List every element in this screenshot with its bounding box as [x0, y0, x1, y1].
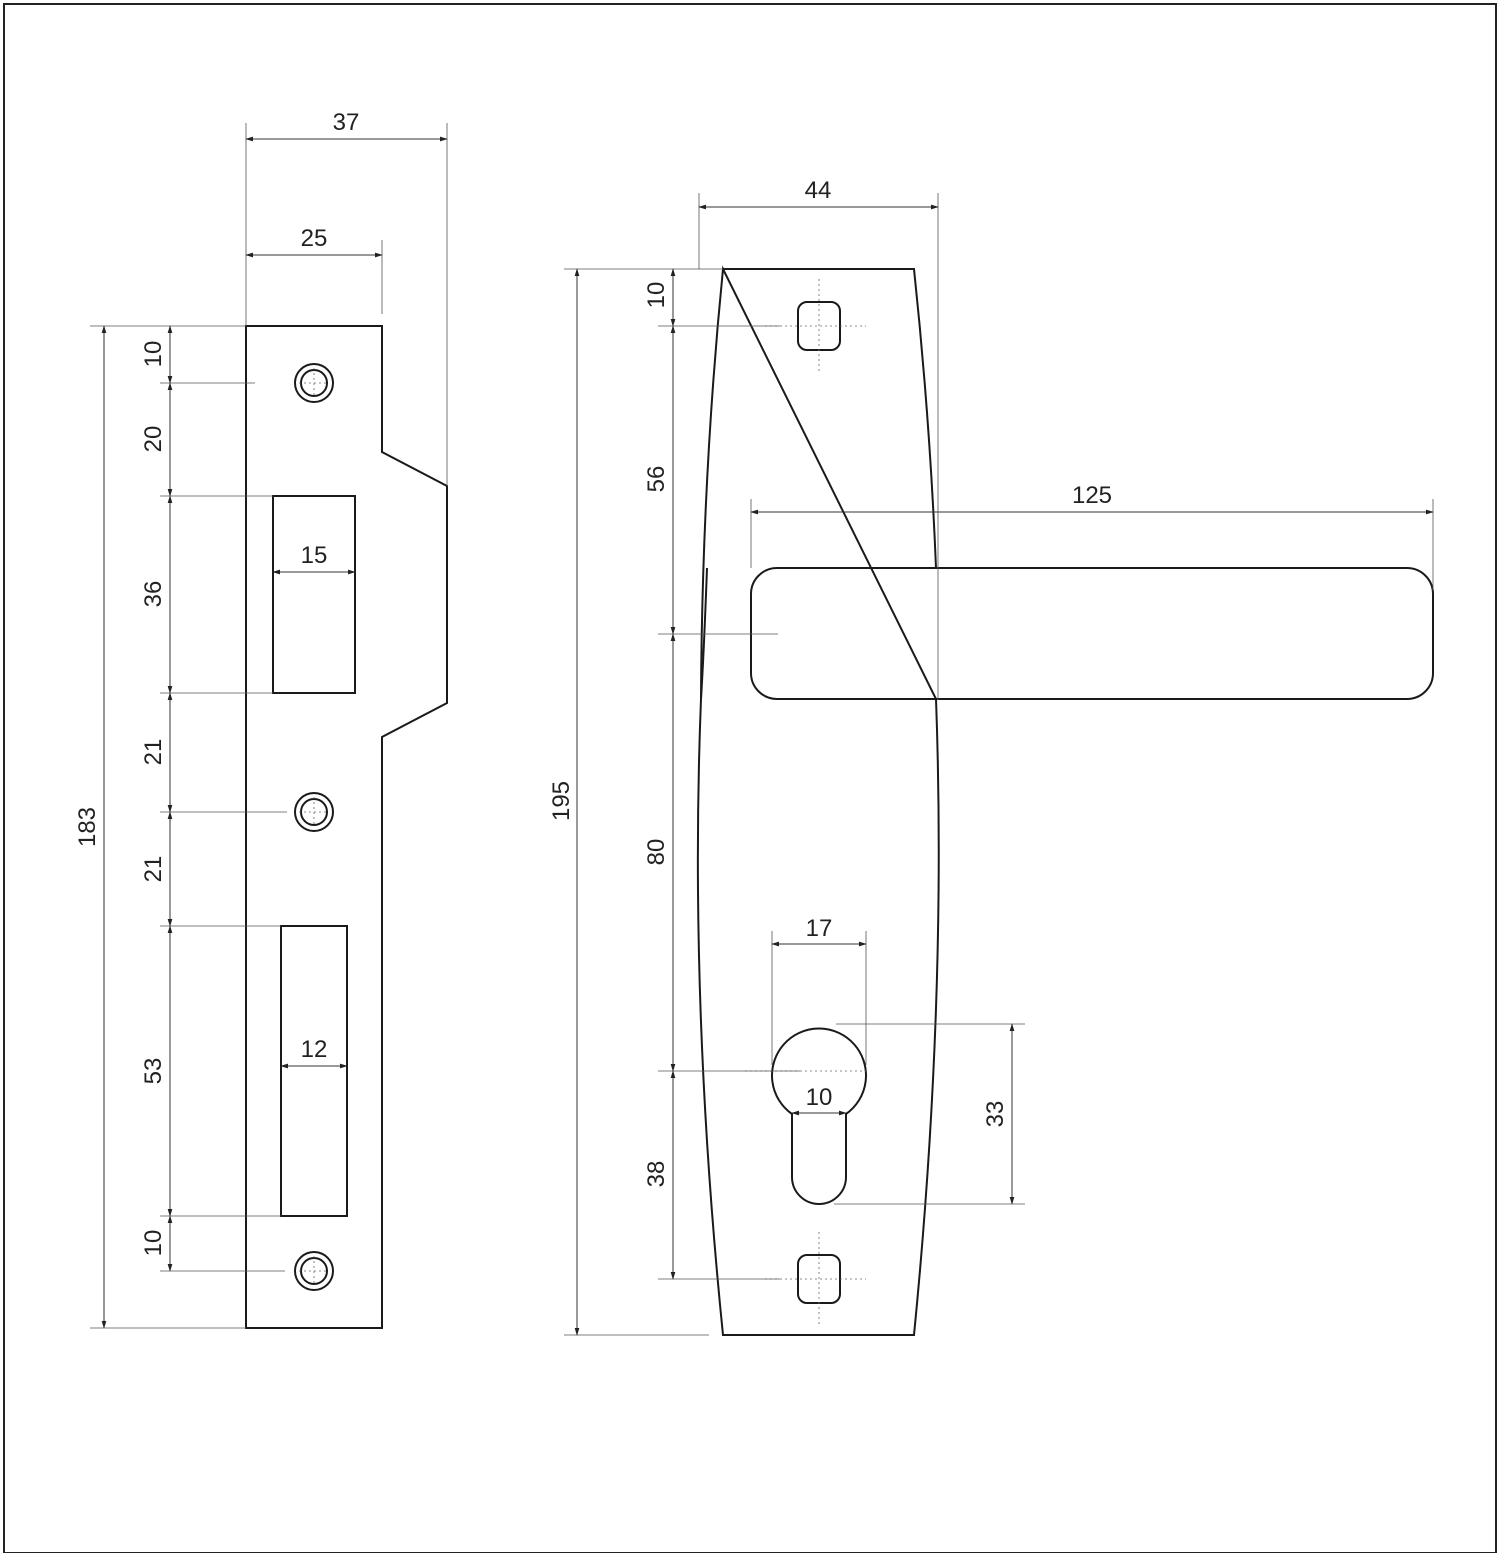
- strike-window-top: [272, 495, 356, 694]
- dim-handle-top-offset: 10: [643, 282, 670, 309]
- screw-hole-bottom: [294, 1251, 334, 1291]
- cylinder-cutout: [771, 1027, 867, 1205]
- dim-strike-bottom-offset: 10: [140, 1230, 167, 1257]
- dim-cylinder-slot-width: 10: [806, 1084, 833, 1111]
- dim-handle-height-overall: 195: [548, 781, 575, 821]
- dim-strike-width-plate: 25: [301, 225, 328, 252]
- dim-lever-length: 125: [1072, 482, 1112, 509]
- dim-strike-window-bottom-width: 12: [301, 1036, 328, 1063]
- mount-hole-top: [765, 279, 866, 372]
- dim-handle-width: 44: [805, 177, 832, 204]
- dim-handle-cylinder-to-bottom-hole: 38: [643, 1161, 670, 1188]
- dim-handle-lever-to-cylinder: 80: [643, 839, 670, 866]
- dim-strike-window-bottom-height: 53: [140, 1058, 167, 1085]
- dim-cylinder-width: 17: [806, 915, 833, 942]
- handle-plate-outline: [696, 265, 940, 1336]
- lever-handle: [750, 567, 1434, 700]
- dim-strike-screw-to-window-bottom: 21: [140, 856, 167, 883]
- screw-hole-middle: [294, 792, 334, 832]
- strike-window-bottom: [280, 925, 348, 1217]
- dim-strike-top-offset: 10: [140, 341, 167, 368]
- strike-plate: 37 25 183 10 20 36 15 21 21 53 12 10: [74, 109, 448, 1329]
- dim-strike-window-to-screw: 21: [140, 739, 167, 766]
- dim-strike-width-overall: 37: [333, 109, 360, 136]
- dim-strike-screw-to-window: 20: [140, 426, 167, 453]
- drawing-frame: [3, 3, 1497, 1553]
- dim-strike-window-top-width: 15: [301, 542, 328, 569]
- strike-plate-outline: [245, 325, 448, 1329]
- dim-strike-window-top-height: 36: [140, 581, 167, 608]
- screw-hole-top: [294, 363, 334, 403]
- dim-strike-height-overall: 183: [74, 807, 101, 847]
- dim-cylinder-height: 33: [982, 1101, 1009, 1128]
- handle-plate: 44 195 10 56 80 38 125 17 10 33: [548, 177, 1434, 1336]
- mount-hole-bottom: [765, 1232, 866, 1325]
- dim-handle-hole-to-lever: 56: [643, 466, 670, 493]
